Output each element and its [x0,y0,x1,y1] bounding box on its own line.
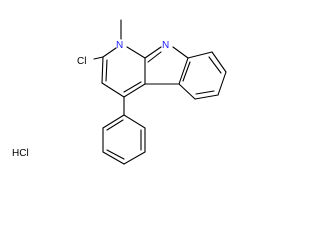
bond-n1-c2 [102,47,117,58]
bond-c8-c7 [211,51,227,73]
bond-c2-cl [93,56,104,60]
bond-ph3-ph4 [102,151,125,165]
bond-c9a-n9 [144,46,162,59]
salt-label: HCl [12,148,29,159]
chlorine-label: Cl [77,56,86,67]
pyridine-nitrogen-label: N [116,40,123,51]
bond-c4b-c8a-inner [182,61,191,82]
bond-ph6-ph1 [123,114,146,129]
bond-c8a-c8 [187,51,213,59]
bond-c2-c3 [101,56,104,84]
bond-c2-c3-inner [105,59,108,82]
bond-ph4-ph5 [123,151,146,165]
bond-c4-c4a-inner [123,81,142,93]
indole-nitrogen-label: N [162,40,169,51]
bond-c9a-n1 [126,46,146,59]
bond-ph1-ph2-inner [106,119,124,131]
bond-c9a-n9-inner [147,51,162,63]
bond-c7-c6 [217,71,227,96]
bond-c8a-c4b [178,57,189,85]
structure-diagram: Cl N N [77,19,227,165]
bond-c4-c4a [123,83,146,98]
bond-n9-c8a [172,46,189,59]
bond-ph1-ph2 [102,114,125,129]
bond-c5-c4b [178,83,196,100]
bond-c8-c7-inner [208,56,222,74]
bond-c6-c5-inner [195,90,215,95]
bond-c6-c5 [194,94,219,100]
bond-ph3-ph4-inner [106,149,125,160]
bond-c3-c4 [101,82,125,98]
